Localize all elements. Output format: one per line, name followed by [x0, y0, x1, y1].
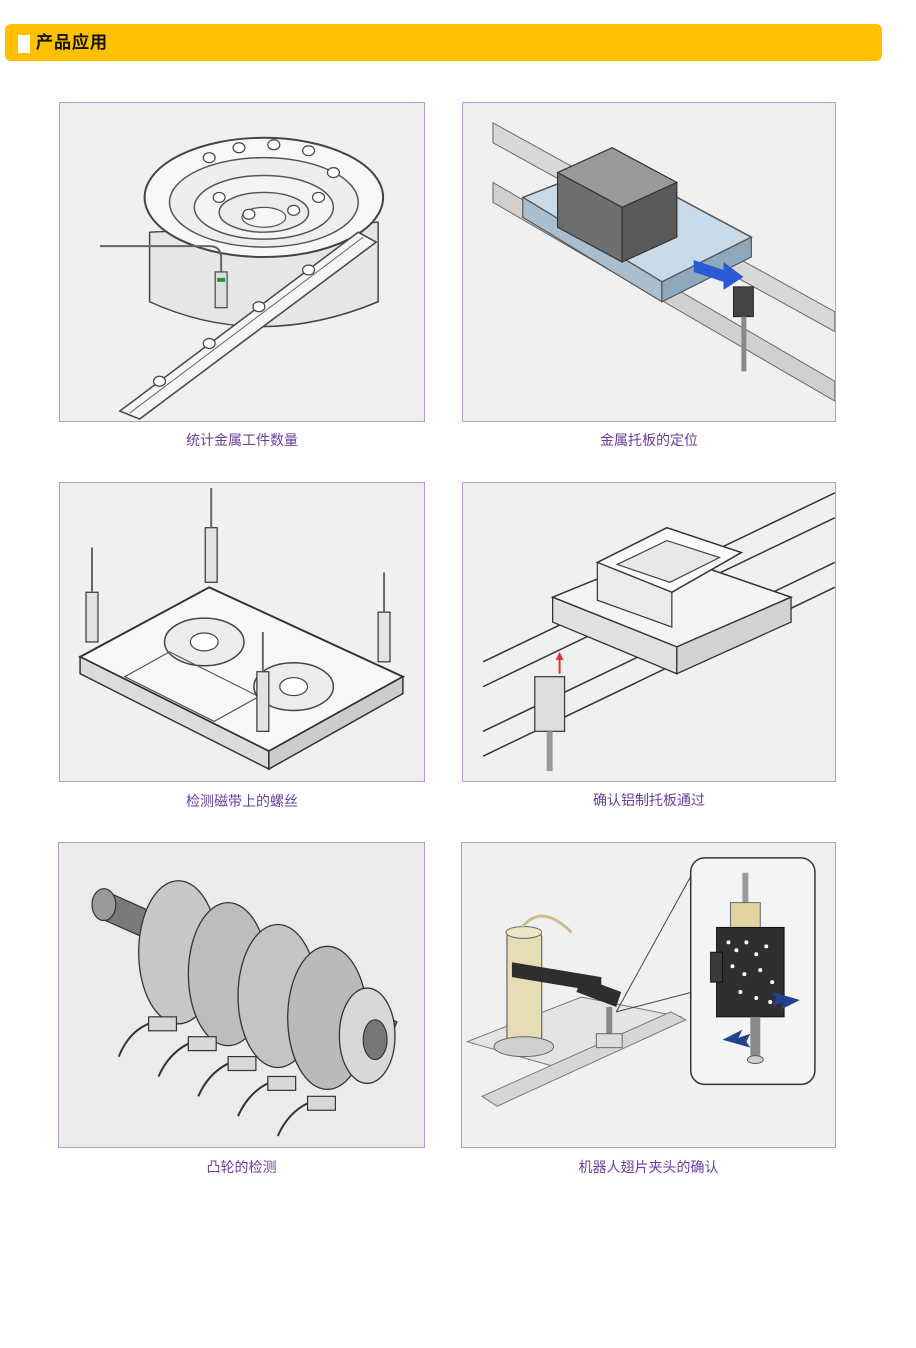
application-card-4: 确认铝制托板通过 [462, 482, 836, 817]
illustration-robot-gripper [461, 842, 836, 1148]
section-header: 产品应用 [5, 24, 882, 61]
application-card-6: 机器人翅片夹头的确认 [461, 842, 836, 1182]
illustration-bowl-feeder [59, 102, 425, 422]
illustration-cassette-tape [59, 482, 425, 782]
application-card-2: 金属托板的定位 [462, 102, 836, 452]
application-caption: 金属托板的定位 [600, 433, 698, 449]
application-caption: 统计金属工件数量 [186, 433, 298, 449]
section-title: 产品应用 [36, 33, 108, 53]
illustration-camshaft [58, 842, 425, 1148]
application-card-1: 统计金属工件数量 [59, 102, 425, 452]
application-card-5: 凸轮的检测 [58, 842, 425, 1182]
application-caption: 机器人翅片夹头的确认 [578, 1160, 719, 1176]
application-card-3: 检测磁带上的螺丝 [59, 482, 425, 817]
header-marker [18, 35, 30, 53]
application-caption: 检测磁带上的螺丝 [186, 794, 298, 810]
illustration-aluminum-pallet [462, 482, 836, 782]
application-caption: 确认铝制托板通过 [593, 793, 705, 809]
application-caption: 凸轮的检测 [206, 1160, 277, 1176]
illustration-metal-pallet [462, 102, 836, 422]
